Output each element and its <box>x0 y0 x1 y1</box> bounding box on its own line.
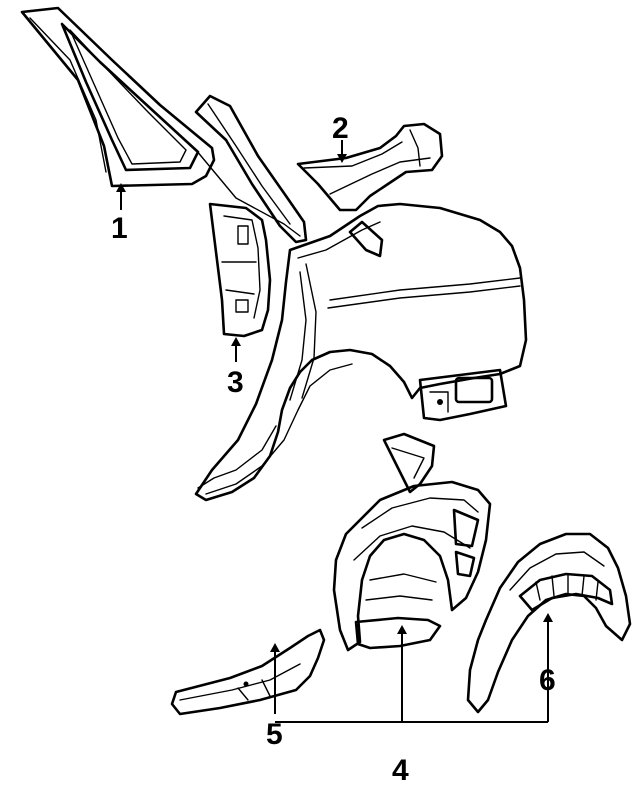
rear-shelf-bracket-icon <box>296 122 444 212</box>
quarter-panel-icon <box>194 202 528 502</box>
outer-wheelhouse-icon <box>466 532 632 714</box>
callout-1: 1 <box>111 212 128 245</box>
leader-lines <box>116 140 553 723</box>
quarter-window-frame-icon <box>20 6 301 237</box>
callout-3: 3 <box>227 366 244 399</box>
callout-5: 5 <box>266 718 283 751</box>
callout-6: 6 <box>539 664 556 697</box>
wheelhouse-assembly-icon <box>332 432 492 652</box>
rocker-extension-icon <box>170 628 326 716</box>
callout-2: 2 <box>332 112 349 145</box>
callout-4: 4 <box>392 754 409 786</box>
roof-rail-icon <box>194 94 308 244</box>
lock-pillar-reinforcement-icon <box>208 202 272 338</box>
